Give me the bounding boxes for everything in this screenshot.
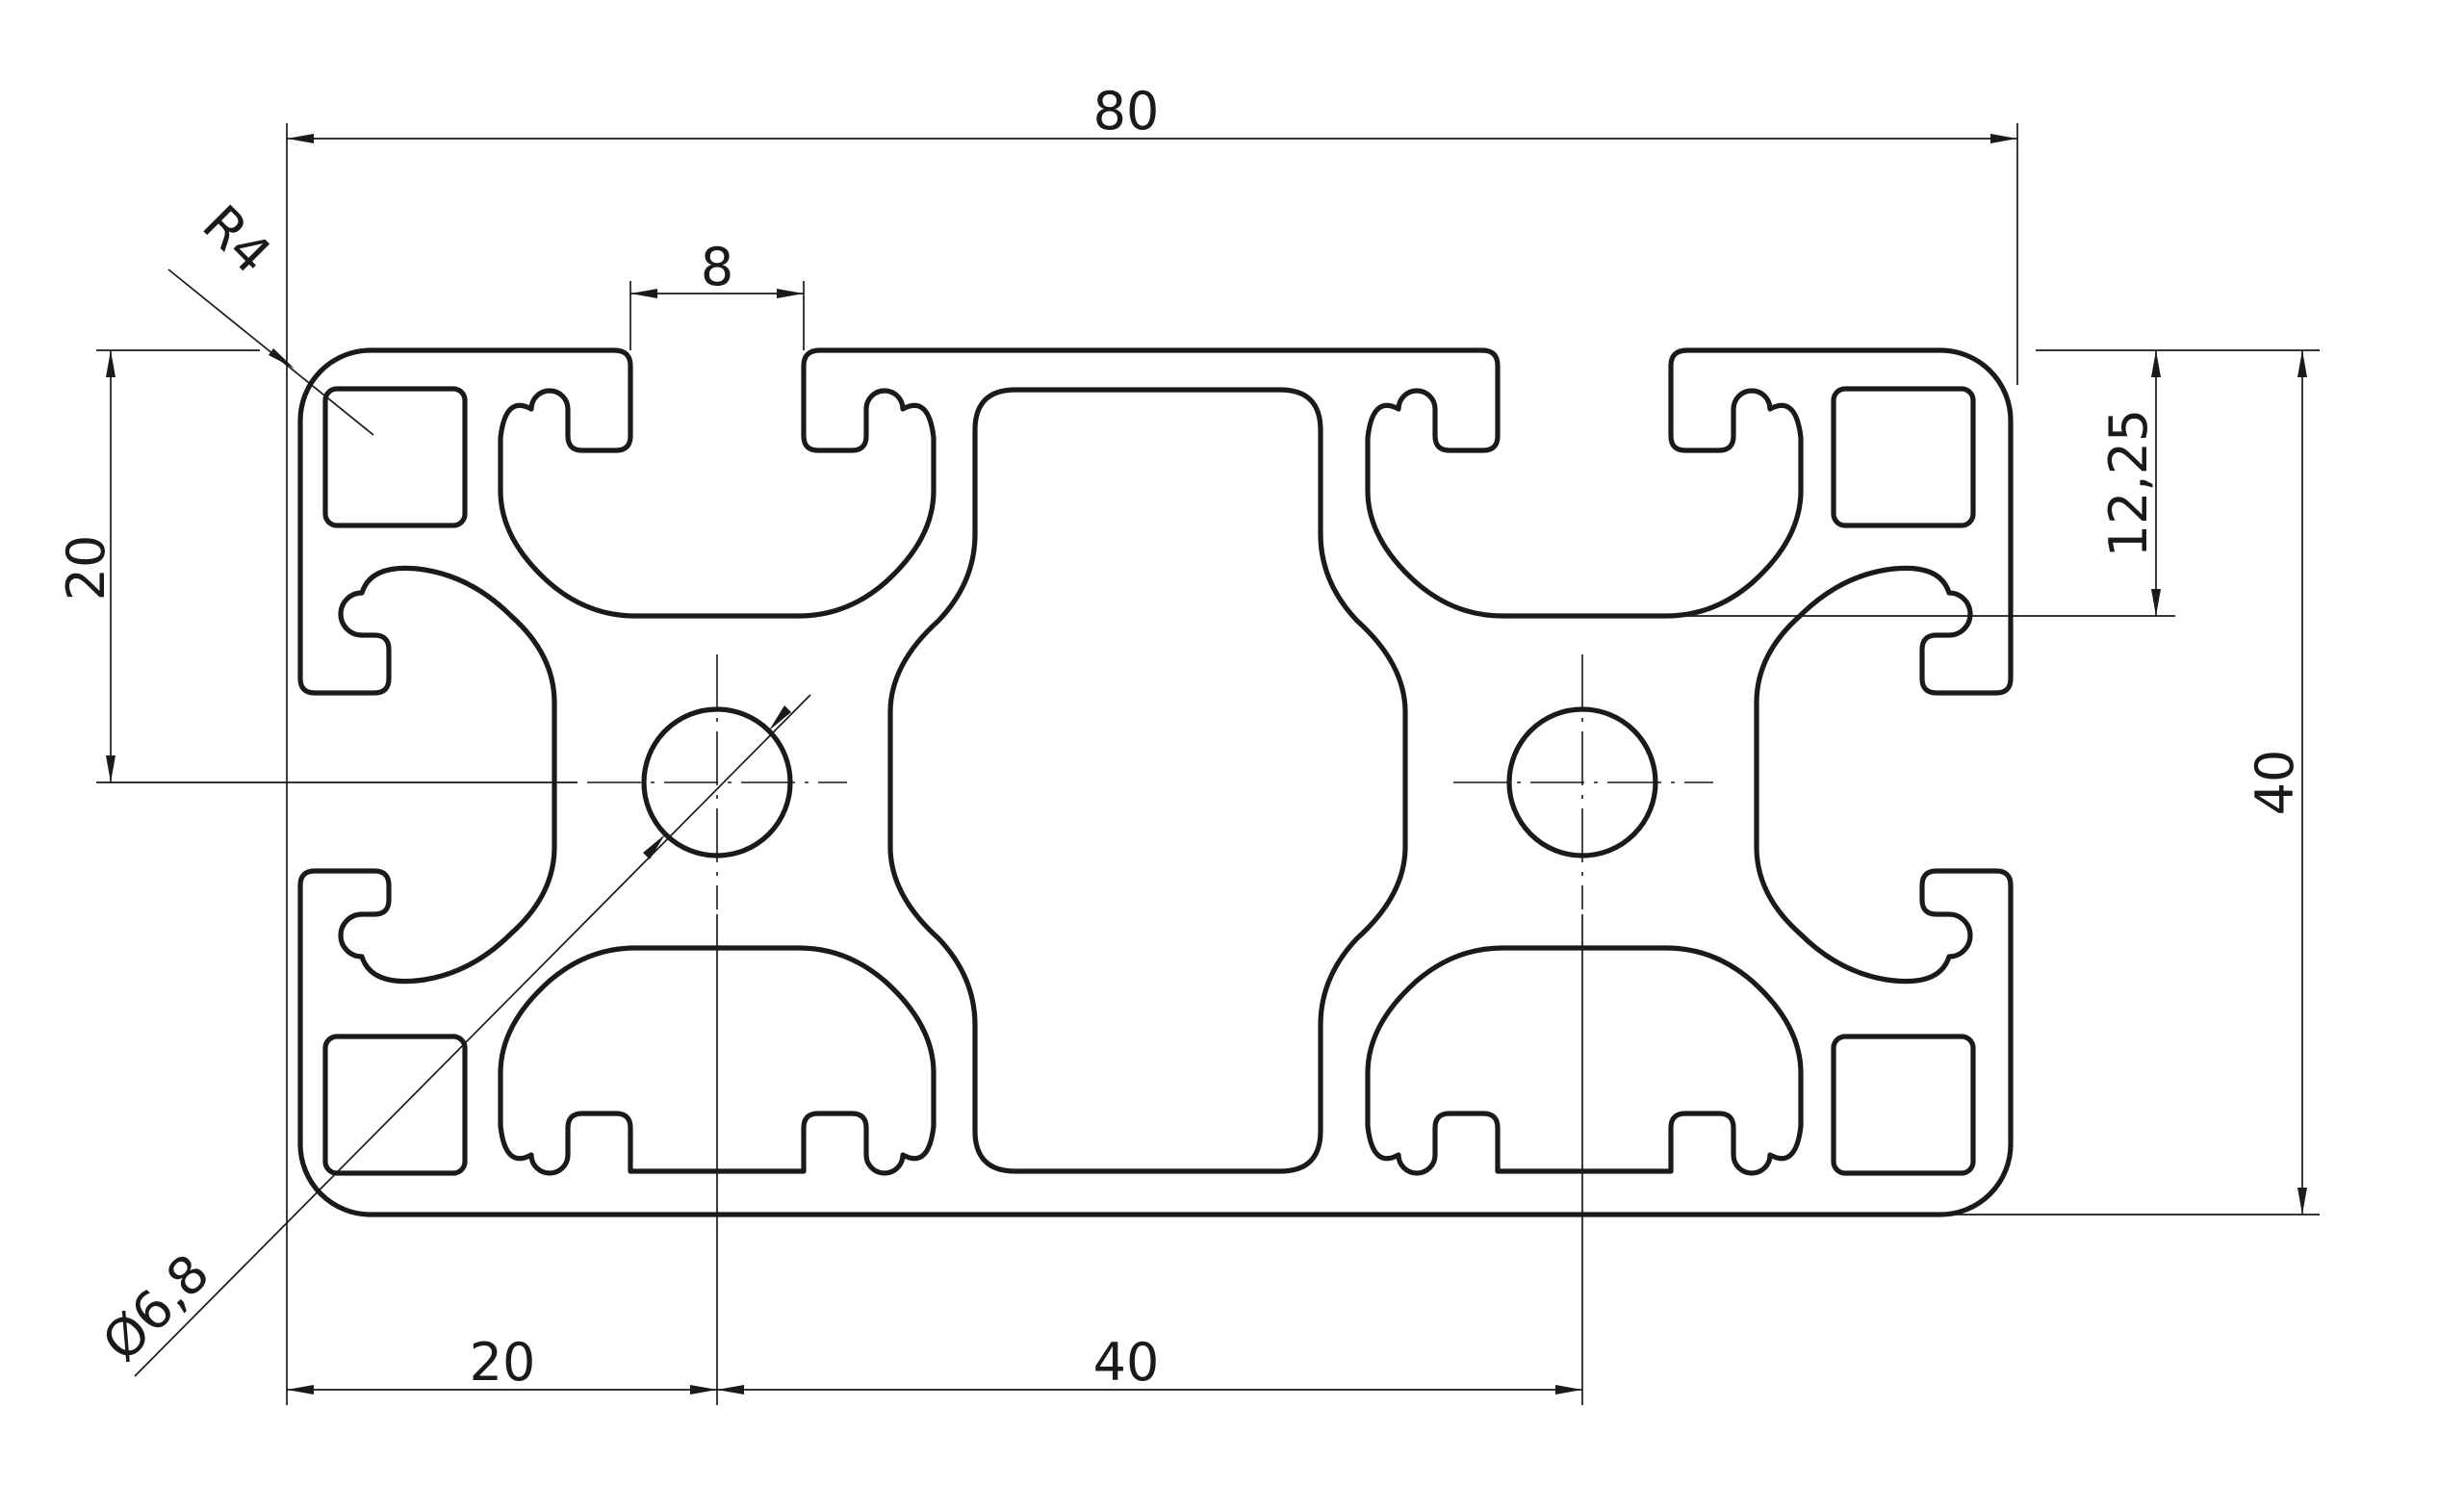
arrow-head <box>287 1385 314 1395</box>
leader-line-diameter <box>134 694 811 1377</box>
arrow-head <box>717 1385 744 1395</box>
arrow-head <box>106 350 116 377</box>
corner-cavity-bottom-right <box>1831 1034 1976 1176</box>
arrow-head <box>769 705 791 730</box>
arrow-head <box>287 134 314 143</box>
arrow-head <box>630 289 657 298</box>
dim-label-half-height: 20 <box>56 535 116 601</box>
arrow-head <box>1990 134 2017 143</box>
arrow-head <box>1555 1385 1582 1395</box>
dim-label-corner-radius: R4 <box>191 193 282 285</box>
dimensions: 80 8 R4 20 12,25 40 <box>56 81 2320 1405</box>
arrow-head <box>2151 589 2161 616</box>
dim-label-hole-spacing: 40 <box>1093 1332 1160 1393</box>
corner-cavity-bottom-left <box>322 1034 468 1176</box>
arrow-head <box>2151 350 2161 377</box>
arrow-head <box>777 289 804 298</box>
corner-cavity-top-left <box>322 386 468 528</box>
arrow-head <box>106 755 116 782</box>
central-cavity <box>887 387 1408 1174</box>
dim-label-slot-width: 8 <box>701 237 733 297</box>
corner-cavity-top-right <box>1831 386 1976 528</box>
dim-label-edge-to-hole: 20 <box>470 1332 536 1393</box>
bottom-slot-cavity-right <box>1365 945 1804 1176</box>
bottom-slot-cavity-left <box>498 945 937 1176</box>
arrow-head <box>269 348 295 369</box>
outer-contour <box>297 347 2014 1217</box>
dim-label-overall-height: 40 <box>2245 750 2305 816</box>
arrow-head <box>643 834 665 859</box>
arrow-head <box>2297 350 2307 377</box>
dim-label-slot-depth: 12,25 <box>2098 409 2159 558</box>
arrow-head <box>690 1385 717 1395</box>
center-lines <box>587 654 1713 909</box>
dim-label-overall-width: 80 <box>1093 81 1160 141</box>
arrow-head <box>2297 1188 2307 1215</box>
